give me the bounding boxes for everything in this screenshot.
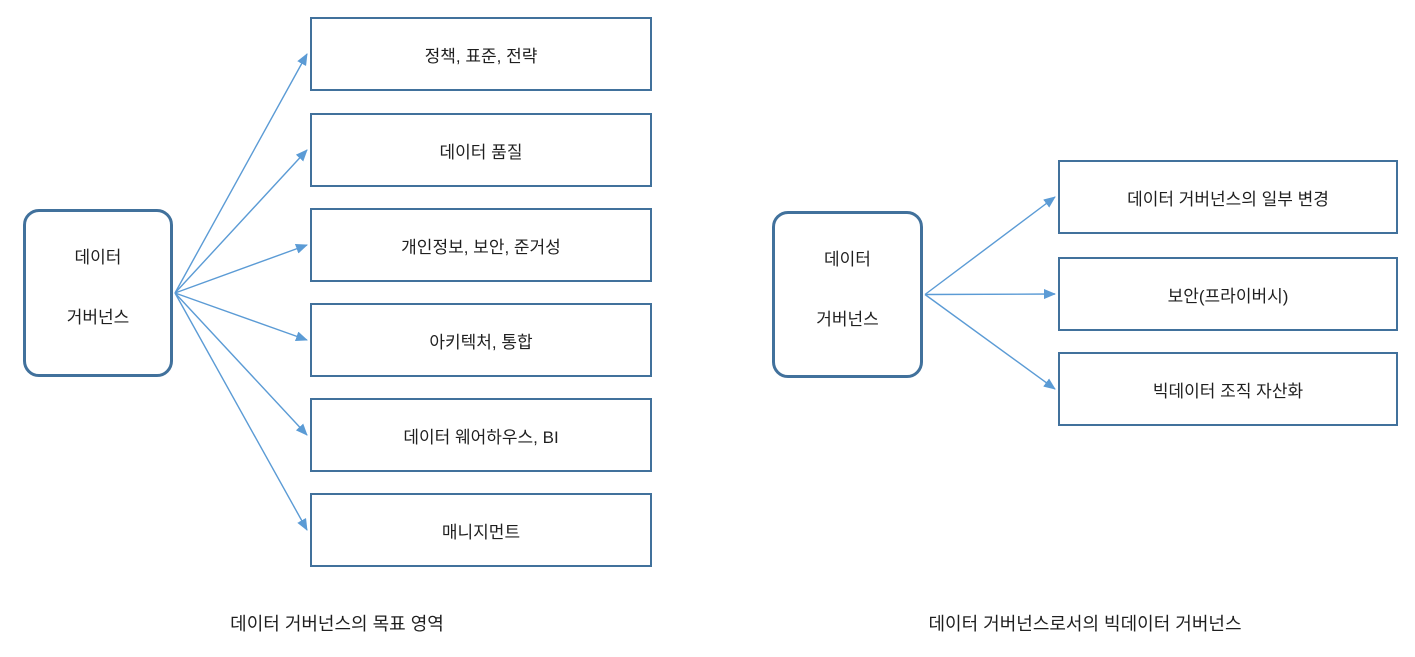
connector-arrow (174, 292, 308, 342)
root-box-data-governance-left: 데이터 거버넌스 (23, 209, 173, 377)
target-box: 정책, 표준, 전략 (310, 17, 652, 91)
target-box: 데이터 품질 (310, 113, 652, 187)
connector-arrow (924, 289, 1056, 300)
caption-left: 데이터 거버넌스의 목표 영역 (230, 614, 444, 634)
connector-arrow (174, 292, 308, 436)
target-box: 개인정보, 보안, 준거성 (310, 208, 652, 282)
connector-arrow (174, 292, 308, 531)
root-label-line: 거버넌스 (816, 309, 879, 329)
connector-arrow (924, 293, 1056, 390)
target-box: 데이터 웨어하우스, BI (310, 398, 652, 472)
target-box: 빅데이터 조직 자산화 (1058, 352, 1398, 426)
connector-arrow (174, 244, 308, 294)
connector-arrow (924, 196, 1056, 296)
root-box-data-governance-right: 데이터 거버넌스 (772, 211, 923, 378)
connector-arrow (174, 53, 308, 294)
caption-right: 데이터 거버넌스로서의 빅데이터 거버넌스 (928, 614, 1242, 634)
target-box: 아키텍처, 통합 (310, 303, 652, 377)
root-label-line: 거버넌스 (66, 308, 130, 327)
target-box: 데이터 거버넌스의 일부 변경 (1058, 160, 1398, 234)
target-box: 보안(프라이버시) (1058, 257, 1398, 331)
target-box: 매니지먼트 (310, 493, 652, 567)
connector-arrow (174, 149, 308, 294)
root-label-line: 데이터 (74, 248, 122, 268)
root-label-line: 데이터 (824, 249, 871, 269)
